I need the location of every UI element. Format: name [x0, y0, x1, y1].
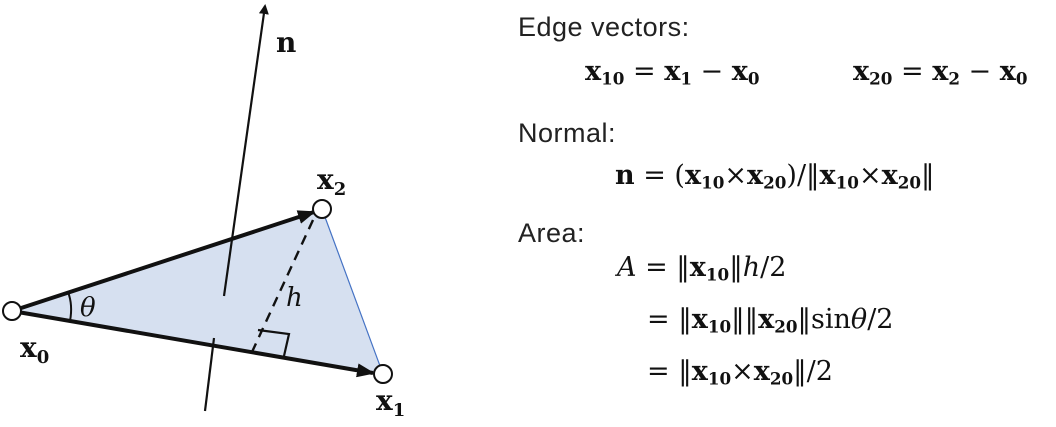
edge-x2-x1 — [321, 208, 384, 375]
vertex-x0-label: x0 — [20, 331, 49, 368]
area-heading: Area: — [518, 218, 586, 248]
edge-vectors-heading: Edge vectors: — [518, 12, 690, 42]
normal-vector — [222, 4, 269, 297]
normal-lower-segment — [203, 337, 216, 412]
vertex-x0 — [2, 301, 22, 321]
vertex-x1-label: x1 — [376, 384, 405, 421]
normal-label: n — [276, 26, 296, 59]
vertex-x2 — [312, 199, 332, 219]
normal-heading: Normal: — [518, 118, 617, 148]
equation-area-1: A = ‖x10‖h/2 — [617, 252, 787, 285]
vertex-x2-label: x2 — [317, 163, 346, 200]
equation-normal: n = (x10×x20)/‖x10×x20‖ — [615, 160, 935, 193]
equation-area-3: = ‖x10×x20‖/2 — [647, 356, 833, 389]
theta-arc — [67, 291, 73, 322]
vertex-x1 — [373, 364, 393, 384]
edge-vector-x10 — [11, 309, 375, 378]
edge-vector-x20 — [11, 210, 316, 313]
triangle-diagram: n x0 x1 x2 θ h — [2, 4, 405, 421]
equation-area-2: = ‖x10‖‖x20‖sinθ/2 — [647, 304, 894, 337]
equation-x10: x10 = x1 − x0 — [585, 56, 760, 89]
triangle-face — [12, 209, 383, 374]
height-label: h — [286, 283, 303, 313]
right-angle-marker — [257, 328, 291, 357]
equation-x20: x20 = x2 − x0 — [853, 56, 1028, 89]
theta-label: θ — [80, 293, 96, 323]
